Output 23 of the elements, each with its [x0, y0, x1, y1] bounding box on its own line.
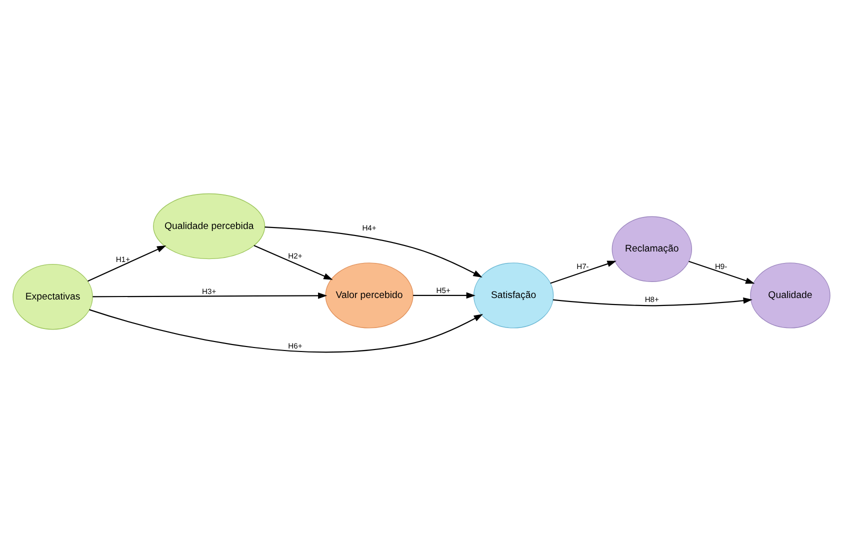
arrow	[552, 296, 752, 306]
node-ellipse: Qualidade	[750, 262, 830, 328]
node-ellipse: Reclamação	[612, 216, 692, 282]
edge-label: H6+	[288, 341, 302, 350]
edge-label: H4+	[362, 222, 376, 232]
arrow	[254, 244, 333, 280]
arrow	[413, 292, 476, 298]
edge-label: H9-	[714, 262, 728, 271]
edge-label: H8+	[644, 294, 659, 304]
node-ellipse: Valor percebido	[325, 262, 414, 328]
edge-label: H2+	[288, 251, 302, 260]
edge-label: H7-	[576, 262, 589, 271]
edge-label: H1+	[116, 254, 130, 264]
node-ellipse: Qualidade percebida	[153, 192, 266, 259]
arrow	[89, 308, 484, 352]
arrow	[264, 226, 482, 277]
node-ellipse: Expectativas	[12, 263, 93, 330]
arrow	[92, 292, 328, 298]
arrow	[688, 260, 755, 284]
arrow	[88, 245, 166, 282]
arrow	[550, 260, 616, 284]
edge-label: H5+	[436, 286, 450, 295]
edge-label: H3+	[202, 286, 216, 296]
